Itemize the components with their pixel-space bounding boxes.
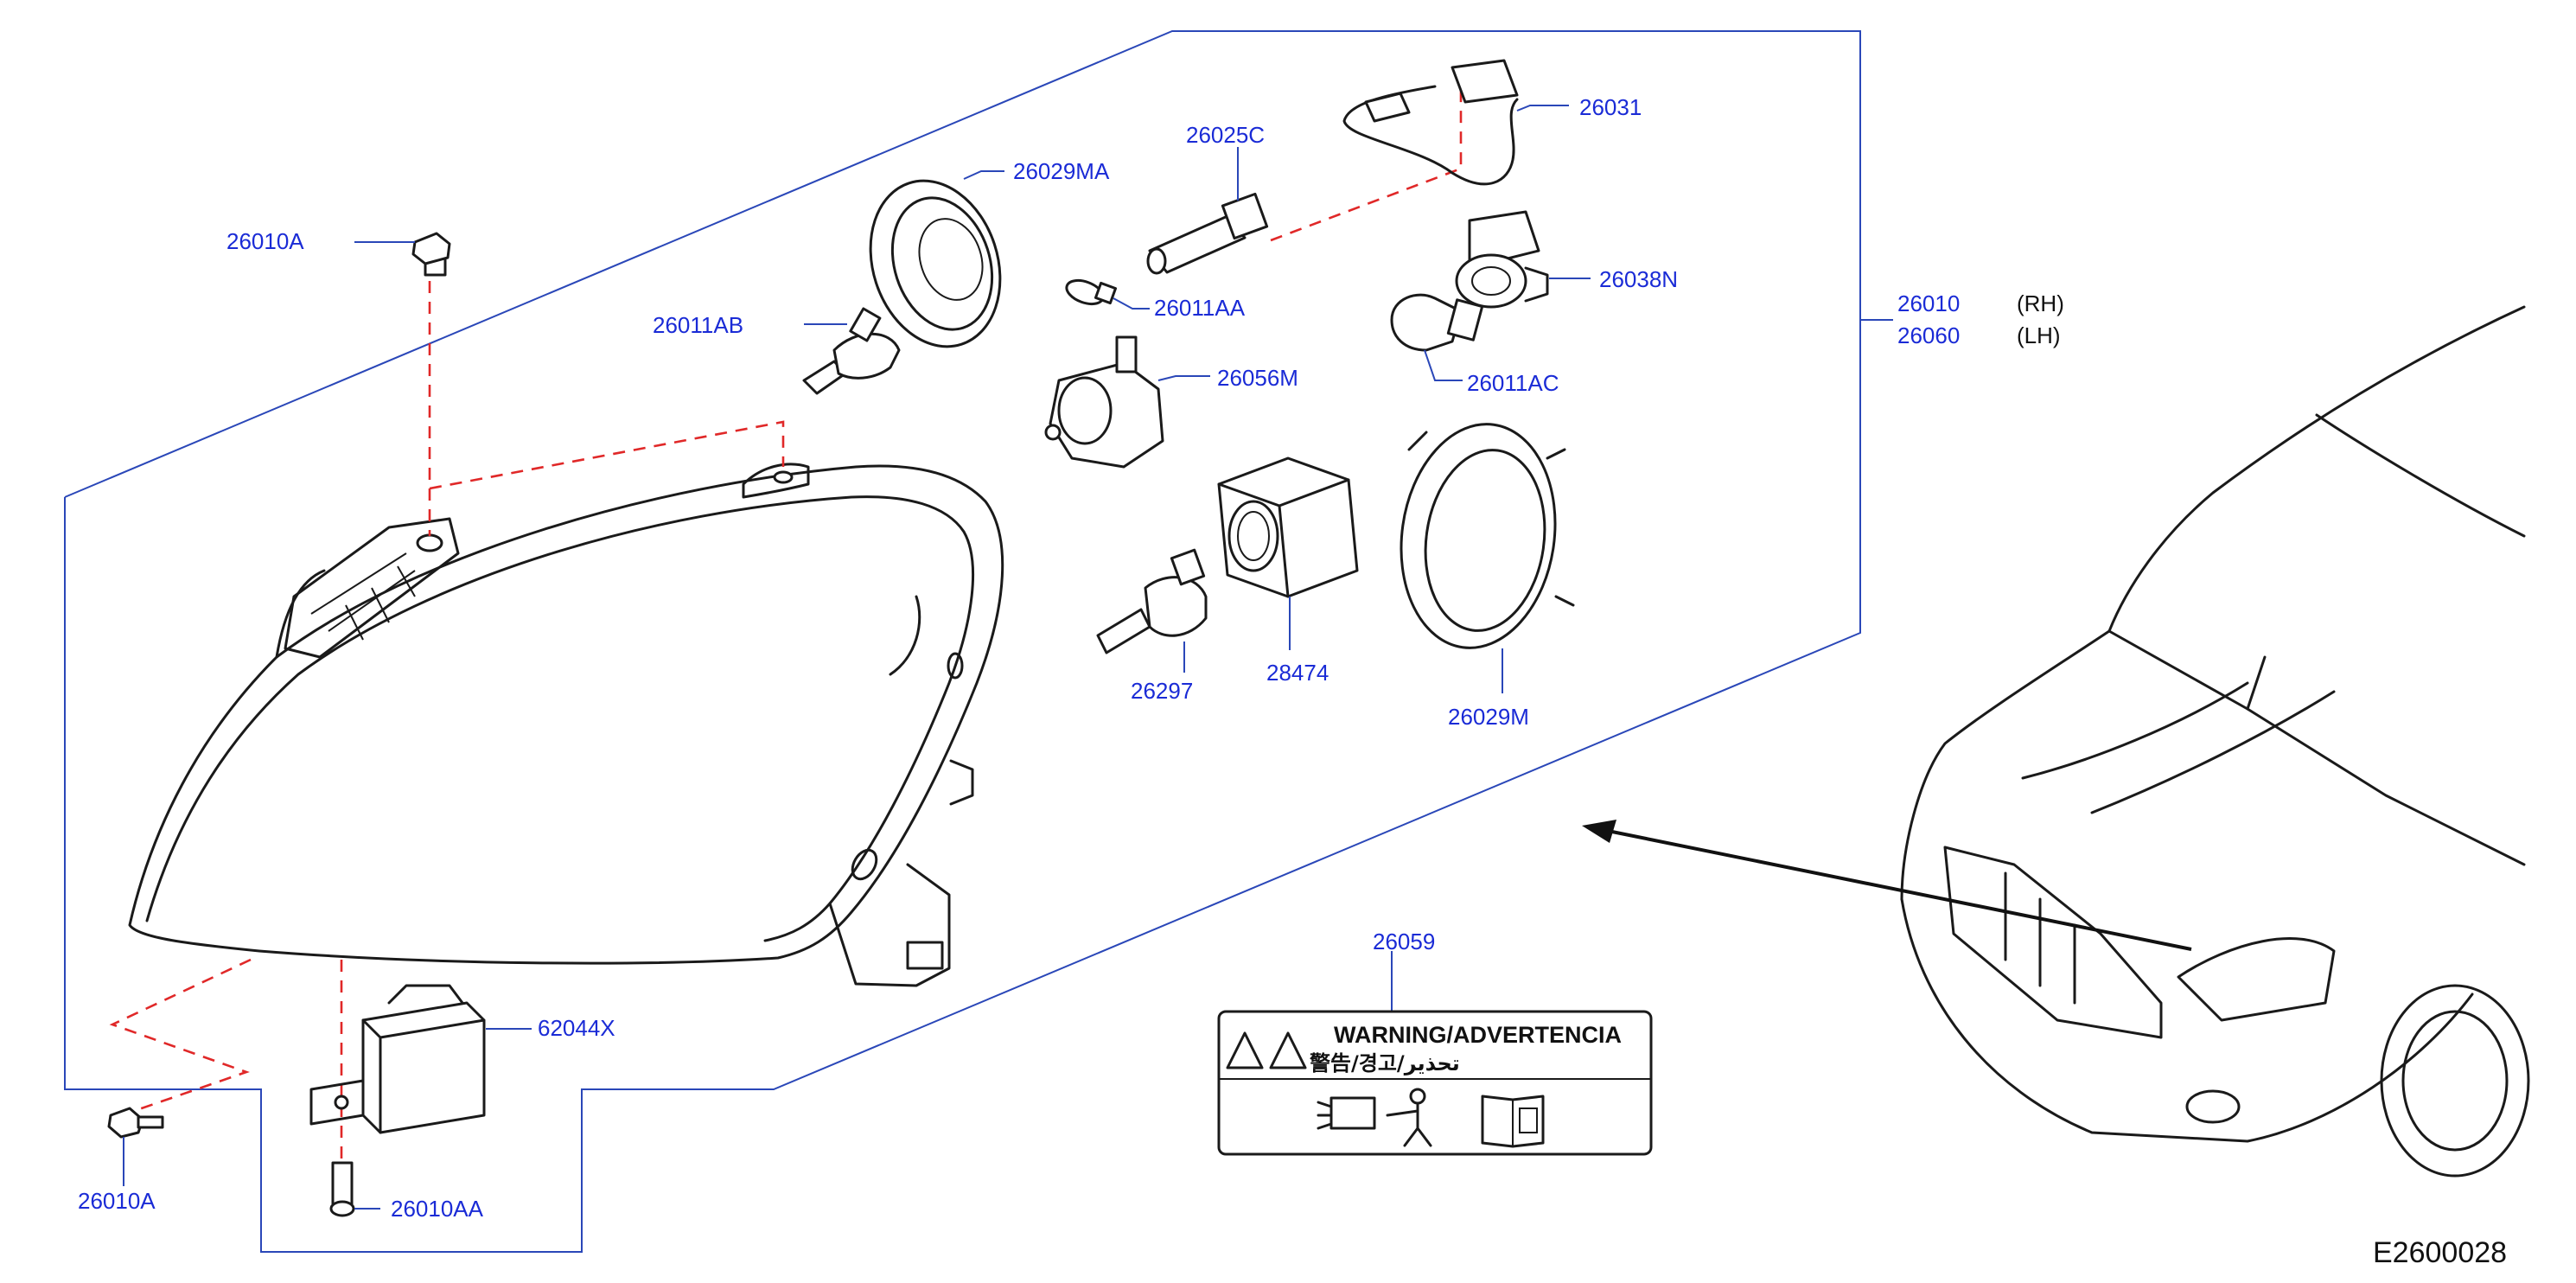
warning-title: WARNING/ADVERTENCIA [1334,1022,1622,1048]
ballast-icon [1217,456,1359,650]
label-assembly-lh: 26060 [1897,322,1960,348]
label-26297: 26297 [1131,678,1193,704]
dust-cap-large-icon [1400,423,1575,693]
label-assembly-rh: 26010 [1897,290,1960,316]
bolt-top-icon [354,232,451,277]
hid-bulb-icon [1096,548,1208,673]
label-26011AB: 26011AB [653,312,743,338]
harness-icon [1342,59,1569,186]
warning-label: WARNING/ADVERTENCIA 警告/경고/تحذير [1217,951,1653,1156]
light-hazard-icon [1317,1088,1432,1147]
install-lines [109,86,1463,1167]
label-26029MA: 26029MA [1013,158,1110,184]
bolt-bottom-icon [107,1107,164,1186]
dust-cap-ring-icon [869,170,1004,348]
bulb-socket-icon [1455,210,1591,309]
label-assembly-lh-side: (LH) [2017,322,2061,348]
level-bracket-icon [309,984,532,1134]
label-28474: 28474 [1266,660,1329,686]
assembly-boundary [64,30,1861,1253]
diagram-code: E2600028 [2373,1236,2507,1269]
socket-icon [1146,147,1269,275]
view-arrow [1582,820,2192,951]
label-26011AA: 26011AA [1154,295,1246,321]
bulb-h7-icon [802,307,901,395]
manual-icon [1481,1095,1545,1148]
leveling-motor-icon [1044,335,1210,469]
vehicle-outline [1900,305,2530,1178]
label-26025C: 26025C [1186,122,1265,148]
label-26011AC: 26011AC [1467,370,1559,396]
label-26038N: 26038N [1599,266,1678,292]
small-bulb-icon [1065,278,1150,310]
label-26029M: 26029M [1448,704,1529,730]
headlamp-housing [128,463,1004,987]
screw-icon [329,1161,380,1217]
label-26010A-bottom: 26010A [78,1188,156,1214]
label-62044X: 62044X [538,1015,615,1041]
label-assembly-rh-side: (RH) [2017,290,2064,316]
label-26056M: 26056M [1217,365,1298,391]
label-26059: 26059 [1373,929,1435,954]
turn-bulb-icon [1390,293,1484,381]
label-26010AA: 26010AA [391,1196,484,1222]
label-26031: 26031 [1579,94,1642,120]
label-26010A-top: 26010A [226,228,304,254]
warning-subtitle: 警告/경고/تحذير [1309,1051,1460,1076]
